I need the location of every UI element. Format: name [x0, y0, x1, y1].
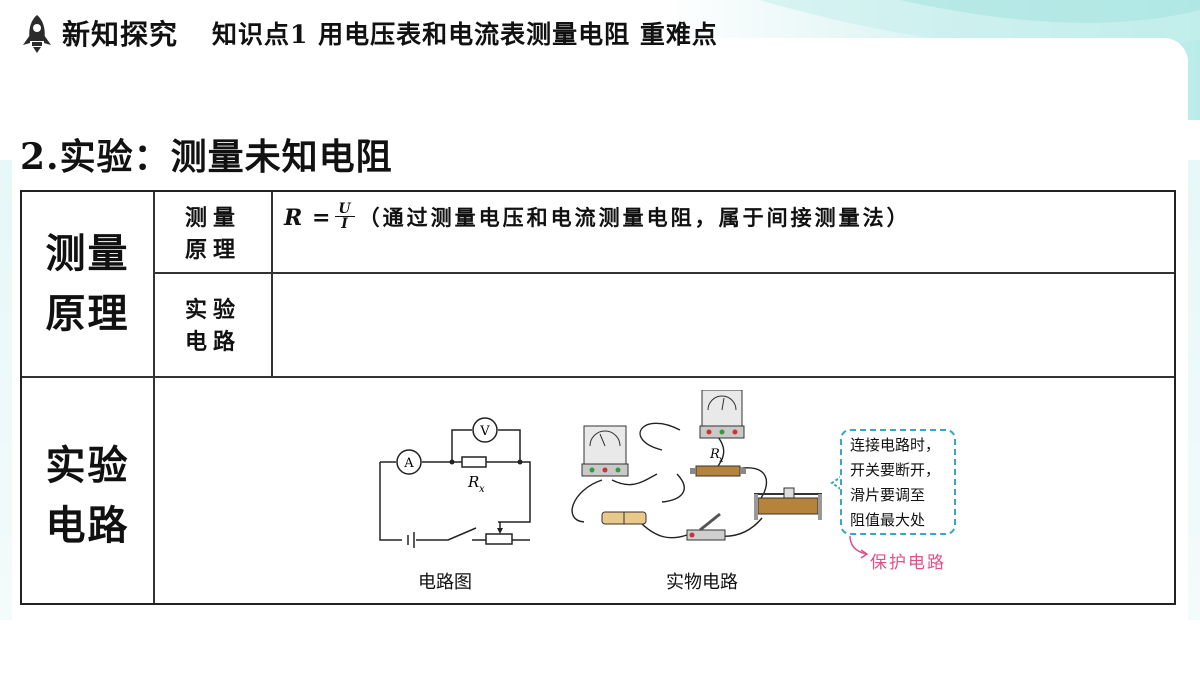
- sub-label-line: 电路: [184, 329, 241, 355]
- content-card: [12, 38, 1188, 675]
- physical-resistor-label: R: [709, 447, 720, 462]
- callout-line: 滑片要调至: [850, 486, 926, 504]
- ammeter-symbol: [396, 449, 422, 475]
- circuit-caption: 电路图: [418, 572, 472, 593]
- resistor-symbol: [461, 456, 487, 468]
- page-title: 2.实验：测量未知电阻: [20, 136, 393, 178]
- formula-numerator: U: [335, 202, 355, 217]
- circuit-diagram: A V R x: [379, 417, 531, 548]
- rocket-icon: [23, 15, 51, 53]
- table-divider: [271, 192, 273, 376]
- voltmeter-label: V: [479, 424, 490, 439]
- callout-line: 阻值最大处: [850, 511, 926, 529]
- row-label-line: 原理: [45, 290, 130, 337]
- row-label-line: 电路: [45, 502, 130, 549]
- formula-lhs: R =: [284, 205, 332, 231]
- row-label-line: 实验: [45, 442, 130, 489]
- table-divider: [153, 272, 1174, 274]
- sub-label-line: 原理: [184, 237, 241, 263]
- protect-note: 保护电路: [870, 553, 946, 573]
- rheostat-symbol: [485, 533, 513, 545]
- row-label-line: 测量: [45, 230, 130, 277]
- callout-line: 连接电路时，: [850, 436, 941, 454]
- section-name: 新知探究: [62, 18, 179, 51]
- physical-switch: [686, 512, 726, 541]
- callout-line: 开关要断开，: [850, 461, 941, 479]
- topic-title: 知识点1 用电压表和电流表测量电阻 重难点: [212, 20, 718, 49]
- physical-resistor: [690, 465, 746, 477]
- voltmeter-symbol: [472, 417, 498, 443]
- resistor-subscript: x: [479, 484, 485, 495]
- table-divider: [153, 192, 155, 603]
- header-decoration: [760, 0, 1200, 49]
- sub-label-principle: 测量 原理: [155, 202, 271, 266]
- callout-pointer: [830, 475, 843, 491]
- physical-circuit: R x: [571, 390, 822, 541]
- physical-battery: [601, 511, 647, 525]
- principle-description: （通过测量电压和电流测量电阻，属于间接测量法）: [358, 205, 911, 230]
- ammeter-label: A: [403, 456, 414, 471]
- physical-rheostat: [754, 487, 822, 520]
- sub-label-circuit: 实验 电路: [155, 294, 271, 358]
- physical-caption: 实物电路: [666, 572, 738, 593]
- arrow-icon: [849, 535, 869, 559]
- sub-label-line: 测量: [184, 205, 241, 231]
- meter-device-1: [581, 425, 629, 477]
- row-label-principle: 测量 原理: [22, 224, 153, 344]
- meter-device-2: [699, 390, 745, 439]
- physical-resistor-subscript: x: [719, 455, 724, 464]
- table-divider: [22, 376, 1174, 378]
- sub-label-line: 实验: [184, 297, 241, 323]
- header: 新知探究 知识点1 用电压表和电流表测量电阻 重难点: [20, 10, 718, 56]
- row-label-circuit: 实验 电路: [22, 436, 153, 556]
- resistor-label: R: [467, 473, 479, 491]
- callout-box: 连接电路时， 开关要断开， 滑片要调至 阻值最大处: [840, 429, 956, 535]
- formula-denominator: I: [341, 216, 349, 232]
